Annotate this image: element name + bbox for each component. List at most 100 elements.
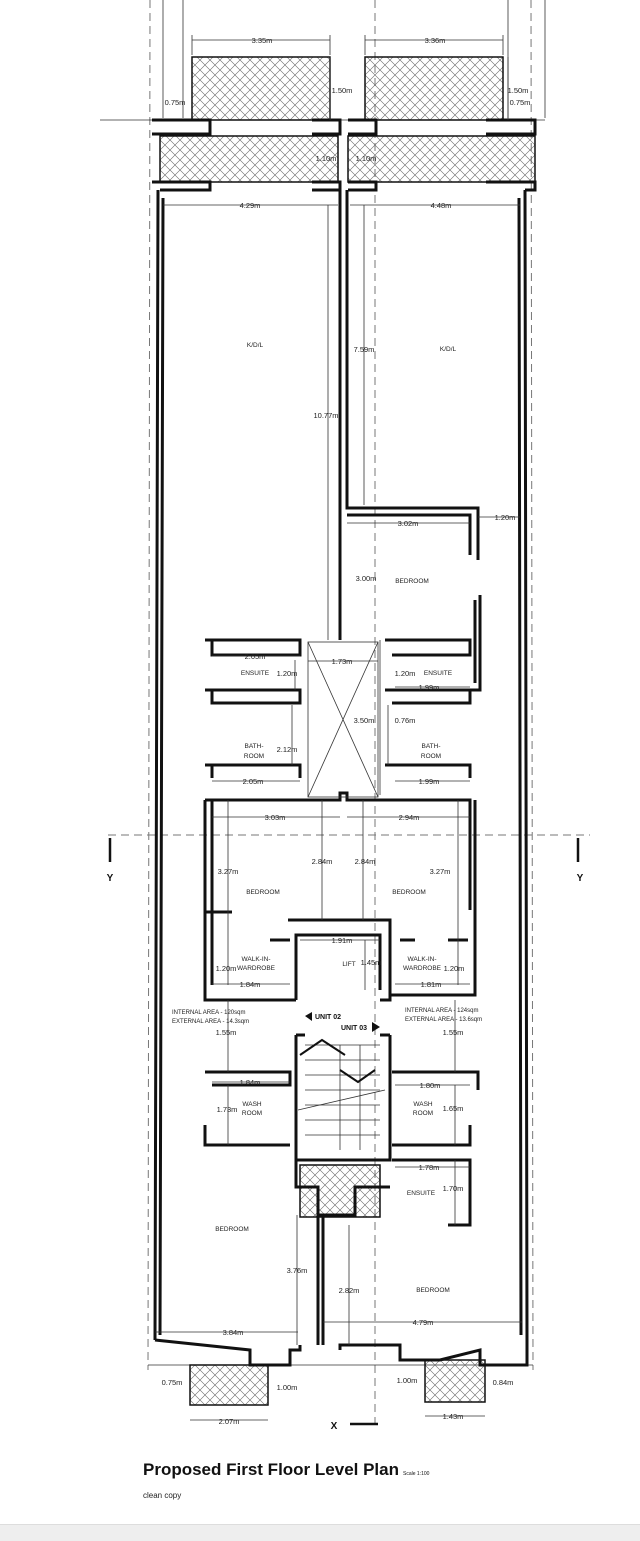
lightwell	[299, 1164, 381, 1218]
external-area-left: EXTERNAL AREA - 14.3sqm	[172, 1019, 249, 1025]
dim-label: 1.99m	[419, 683, 440, 692]
dim-label: 1.81m	[421, 980, 442, 989]
dimension-lines	[155, 35, 522, 1421]
arrow-right-icon	[372, 1022, 380, 1032]
dim-label: 2.05m	[245, 652, 266, 661]
dim-label: 0.84m	[493, 1378, 514, 1387]
external-area-right: EXTERNAL AREA - 13.6sqm	[405, 1017, 482, 1023]
unit-02-label: UNIT 02	[315, 1014, 341, 1021]
dim-label: 1.65m	[443, 1104, 464, 1113]
dim-label: 1.78m	[419, 1163, 440, 1172]
room-label-wash-room: ROOM	[242, 1110, 262, 1117]
room-label-bathroom: ROOM	[421, 753, 441, 760]
unit-03-label: UNIT 03	[341, 1025, 367, 1032]
room-labels: K/D/L K/D/L BEDROOM ENSUITE ENSUITE BATH…	[215, 342, 456, 1294]
area-labels: INTERNAL AREA - 120sqm EXTERNAL AREA - 1…	[172, 1008, 482, 1025]
dim-label: 3.27m	[430, 867, 451, 876]
dim-label: 3.00m	[356, 574, 377, 583]
dim-label: 3.84m	[223, 1328, 244, 1337]
dim-label: 3.36m	[425, 36, 446, 45]
room-label-bedroom: BEDROOM	[246, 889, 280, 896]
room-label-ensuite: ENSUITE	[424, 670, 453, 677]
dim-label: 1.50m	[332, 86, 353, 95]
dim-label: 1.20m	[444, 964, 465, 973]
dim-label: 3.76m	[287, 1266, 308, 1275]
dim-label: 3.27m	[218, 867, 239, 876]
dim-label: 1.00m	[277, 1383, 298, 1392]
dimension-labels: 3.35m 3.36m 1.50m 1.50m 0.75m 0.75m 1.10…	[162, 36, 531, 1426]
plan-scale: Scale 1:100	[403, 1471, 430, 1477]
dim-label: 1.55m	[216, 1028, 237, 1037]
dim-label: 1.70m	[443, 1184, 464, 1193]
room-label-bedroom: BEDROOM	[416, 1287, 450, 1294]
room-label-bedroom: BEDROOM	[215, 1226, 249, 1233]
dim-label: 1.20m	[495, 513, 516, 522]
dim-label: 1.10m	[356, 154, 377, 163]
dim-label: 0.75m	[165, 98, 186, 107]
dim-label: 2.84m	[355, 857, 376, 866]
plan-title-text: Proposed First Floor Level Plan	[143, 1460, 399, 1479]
dim-label: 1.45m	[361, 958, 382, 967]
dim-label: 7.59m	[354, 345, 375, 354]
rear-balcony-left	[189, 1364, 269, 1406]
rear-balcony-right	[424, 1359, 486, 1403]
dim-label: 1.73m	[332, 657, 353, 666]
dim-label: 1.84m	[240, 980, 261, 989]
room-label-bedroom: BEDROOM	[395, 578, 429, 585]
room-label-wardrobe: WALK-IN-	[241, 956, 270, 963]
dim-label: 1.20m	[216, 964, 237, 973]
front-balcony-right	[364, 56, 504, 121]
section-marker-left: Y	[107, 873, 114, 884]
dim-label: 1.73m	[217, 1105, 238, 1114]
room-label-bedroom: BEDROOM	[392, 889, 426, 896]
arrow-left-icon	[305, 1012, 312, 1021]
dim-label: 2.84m	[312, 857, 333, 866]
dim-label: 3.03m	[265, 813, 286, 822]
staircase	[297, 1038, 386, 1150]
dim-label: 2.05m	[243, 777, 264, 786]
dim-label: 1.80m	[420, 1081, 441, 1090]
room-label-kdl-right: K/D/L	[440, 346, 457, 353]
room-label-wash-room: WASH	[242, 1101, 262, 1108]
section-line-y: Y Y	[107, 834, 590, 884]
dim-label: 0.75m	[162, 1378, 183, 1387]
dim-label: 1.20m	[395, 669, 416, 678]
room-label-wardrobe: WARDROBE	[403, 965, 442, 972]
dim-label: 10.77m	[313, 411, 338, 420]
room-label-bathroom: BATH-	[421, 743, 440, 750]
internal-area-right: INTERNAL AREA - 124sqm	[405, 1008, 478, 1014]
dim-label: 1.10m	[316, 154, 337, 163]
room-label-wash-room: WASH	[413, 1101, 433, 1108]
void-cross	[307, 641, 379, 798]
room-label-ensuite: ENSUITE	[241, 670, 270, 677]
room-label-wardrobe: WARDROBE	[237, 965, 276, 972]
room-label-bathroom: ROOM	[244, 753, 264, 760]
dim-label: 1.50m	[508, 86, 529, 95]
dim-label: 1.43m	[443, 1412, 464, 1421]
walls	[152, 118, 537, 1367]
dim-label: 1.91m	[332, 936, 353, 945]
dim-label: 4.79m	[413, 1318, 434, 1327]
dim-label: 1.55m	[443, 1028, 464, 1037]
plan-subtitle: clean copy	[143, 1491, 182, 1500]
section-marker-right: Y	[577, 873, 584, 884]
room-label-wash-room: ROOM	[413, 1110, 433, 1117]
dim-label: 2.07m	[219, 1417, 240, 1426]
dim-label: 2.82m	[339, 1286, 360, 1295]
dim-label: 2.94m	[399, 813, 420, 822]
dim-label: 0.76m	[395, 716, 416, 725]
internal-area-left: INTERNAL AREA - 120sqm	[172, 1010, 245, 1016]
bottom-bar	[0, 1524, 640, 1541]
dim-label: 4.29m	[240, 201, 261, 210]
section-marker-bottom: X	[331, 1421, 338, 1432]
front-terrace-right	[347, 135, 536, 183]
dim-label: 1.99m	[419, 777, 440, 786]
section-line-x: X	[331, 1421, 378, 1432]
room-label-wardrobe: WALK-IN-	[407, 956, 436, 963]
front-balcony-left	[191, 56, 331, 121]
room-label-kdl-left: K/D/L	[247, 342, 264, 349]
dim-label: 1.20m	[277, 669, 298, 678]
room-label-lift: LIFT	[342, 961, 355, 968]
